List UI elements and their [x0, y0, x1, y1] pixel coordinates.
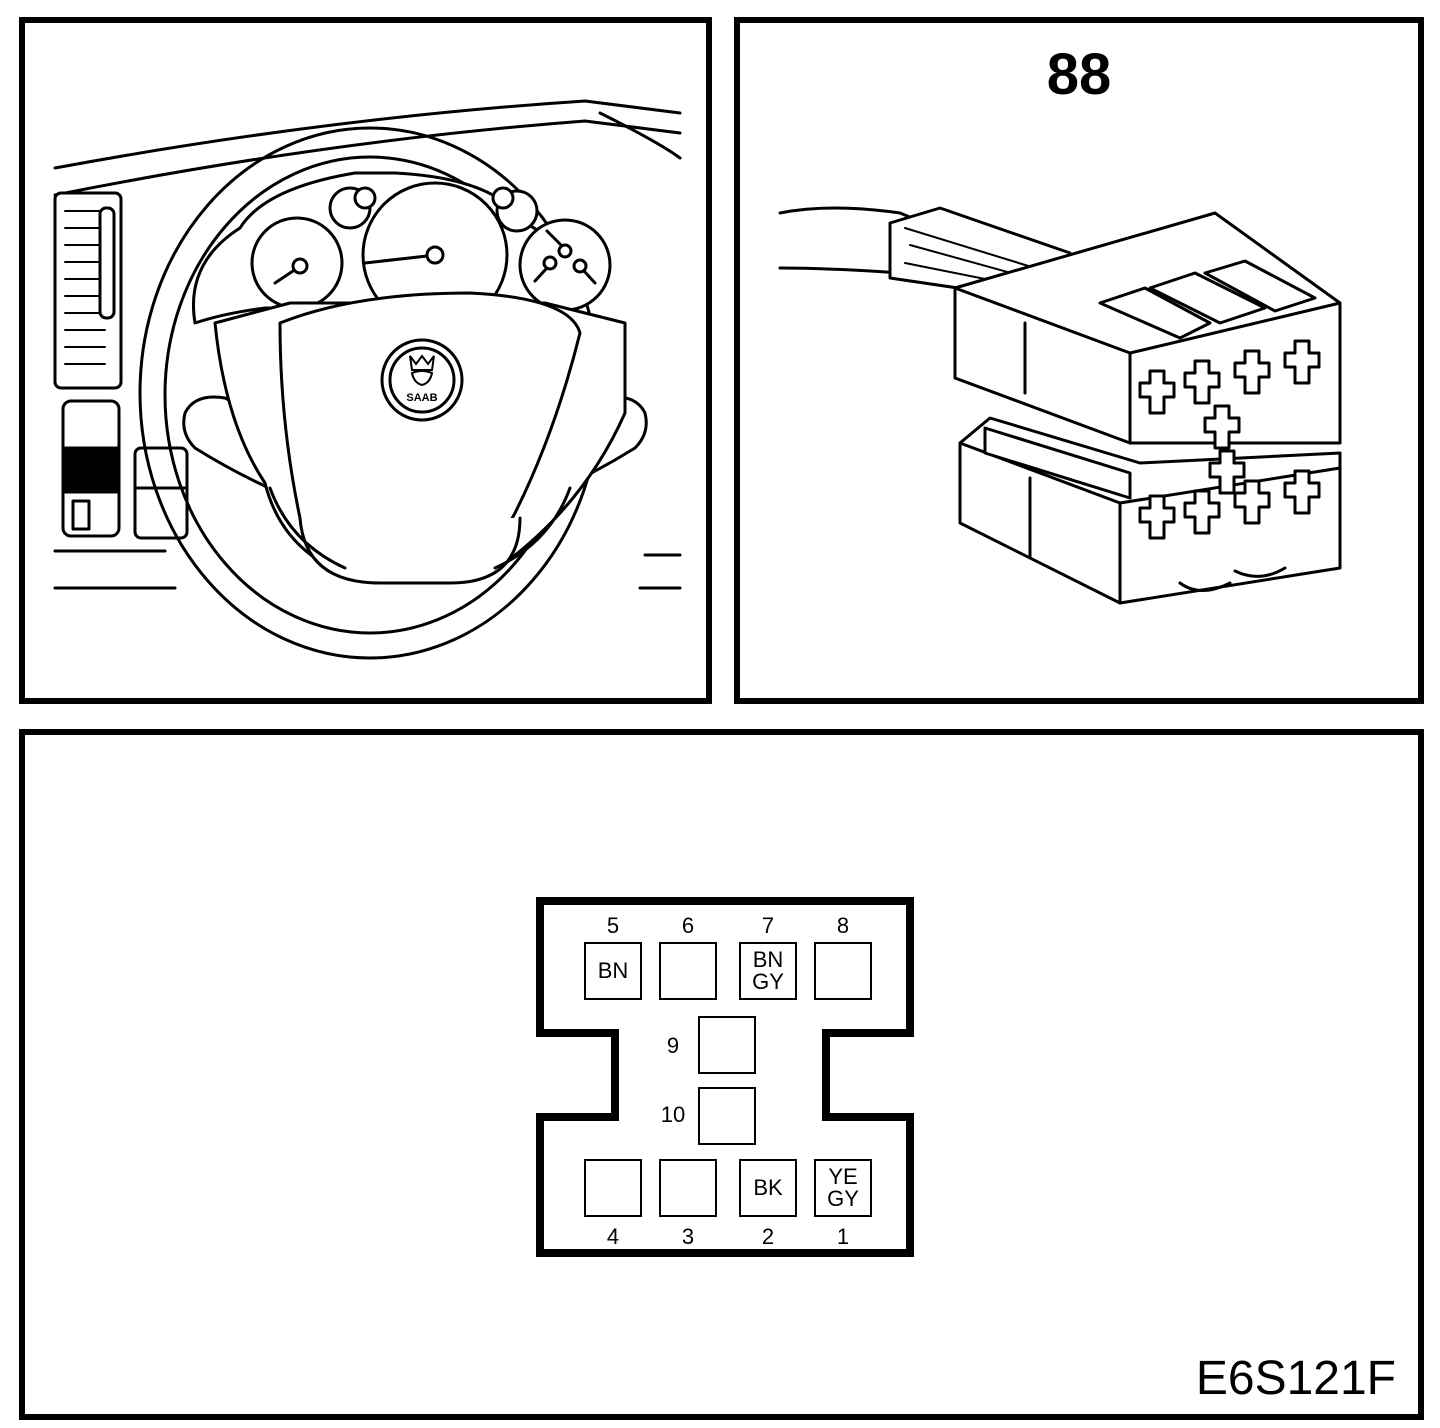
connector-number: 88 [1046, 42, 1112, 107]
pin-8-terminal [814, 942, 872, 1000]
pin-1-wire-color: YE GY [827, 1164, 859, 1211]
pin-1-terminal: YE GY [814, 1159, 872, 1217]
steering-wheel-illustration: SAAB [53, 99, 682, 660]
pin-8-number: 8 [836, 913, 850, 938]
saab-wordmark: SAAB [406, 392, 437, 404]
pin-2-number: 2 [761, 1224, 775, 1249]
pin-2-wire-color: BK [753, 1175, 783, 1200]
pin-1-number: 1 [836, 1224, 850, 1249]
pin-2-terminal: BK [739, 1159, 797, 1217]
connector-panel: 88 [734, 17, 1424, 704]
pin-10-terminal [698, 1087, 756, 1145]
connector-illustration [778, 206, 1342, 605]
connector-lower-housing [958, 416, 1342, 605]
steering-wheel-panel: SAAB [19, 17, 712, 704]
figure-code: E6S121F [1195, 1352, 1396, 1405]
pinout-panel: 5 6 7 8 BN BN GY 9 10 BK YE GY 4 3 2 1 E… [19, 729, 1424, 1420]
pin-6-terminal [659, 942, 717, 1000]
pin-3-number: 3 [681, 1224, 695, 1249]
pin-9-number: 9 [666, 1033, 680, 1058]
pin-7-terminal: BN GY [739, 942, 797, 1000]
pin-4-number: 4 [606, 1224, 620, 1249]
pin-7-number: 7 [761, 913, 775, 938]
pin-7-wire-color: BN GY [752, 947, 784, 994]
pin-3-terminal [659, 1159, 717, 1217]
airbag-cover [278, 291, 582, 560]
connector-upper-housing [953, 211, 1342, 450]
pin-5-number: 5 [606, 913, 620, 938]
pin-5-wire-color: BN [597, 958, 629, 983]
saab-badge: SAAB [380, 338, 464, 422]
pin-4-terminal [584, 1159, 642, 1217]
pin-9-terminal [698, 1016, 756, 1074]
pin-5-terminal: BN [584, 942, 642, 1000]
pin-6-number: 6 [681, 913, 695, 938]
connector-face-outline [536, 897, 914, 1257]
pin-10-number: 10 [660, 1102, 686, 1127]
fuel-temp-gauge [518, 218, 612, 312]
